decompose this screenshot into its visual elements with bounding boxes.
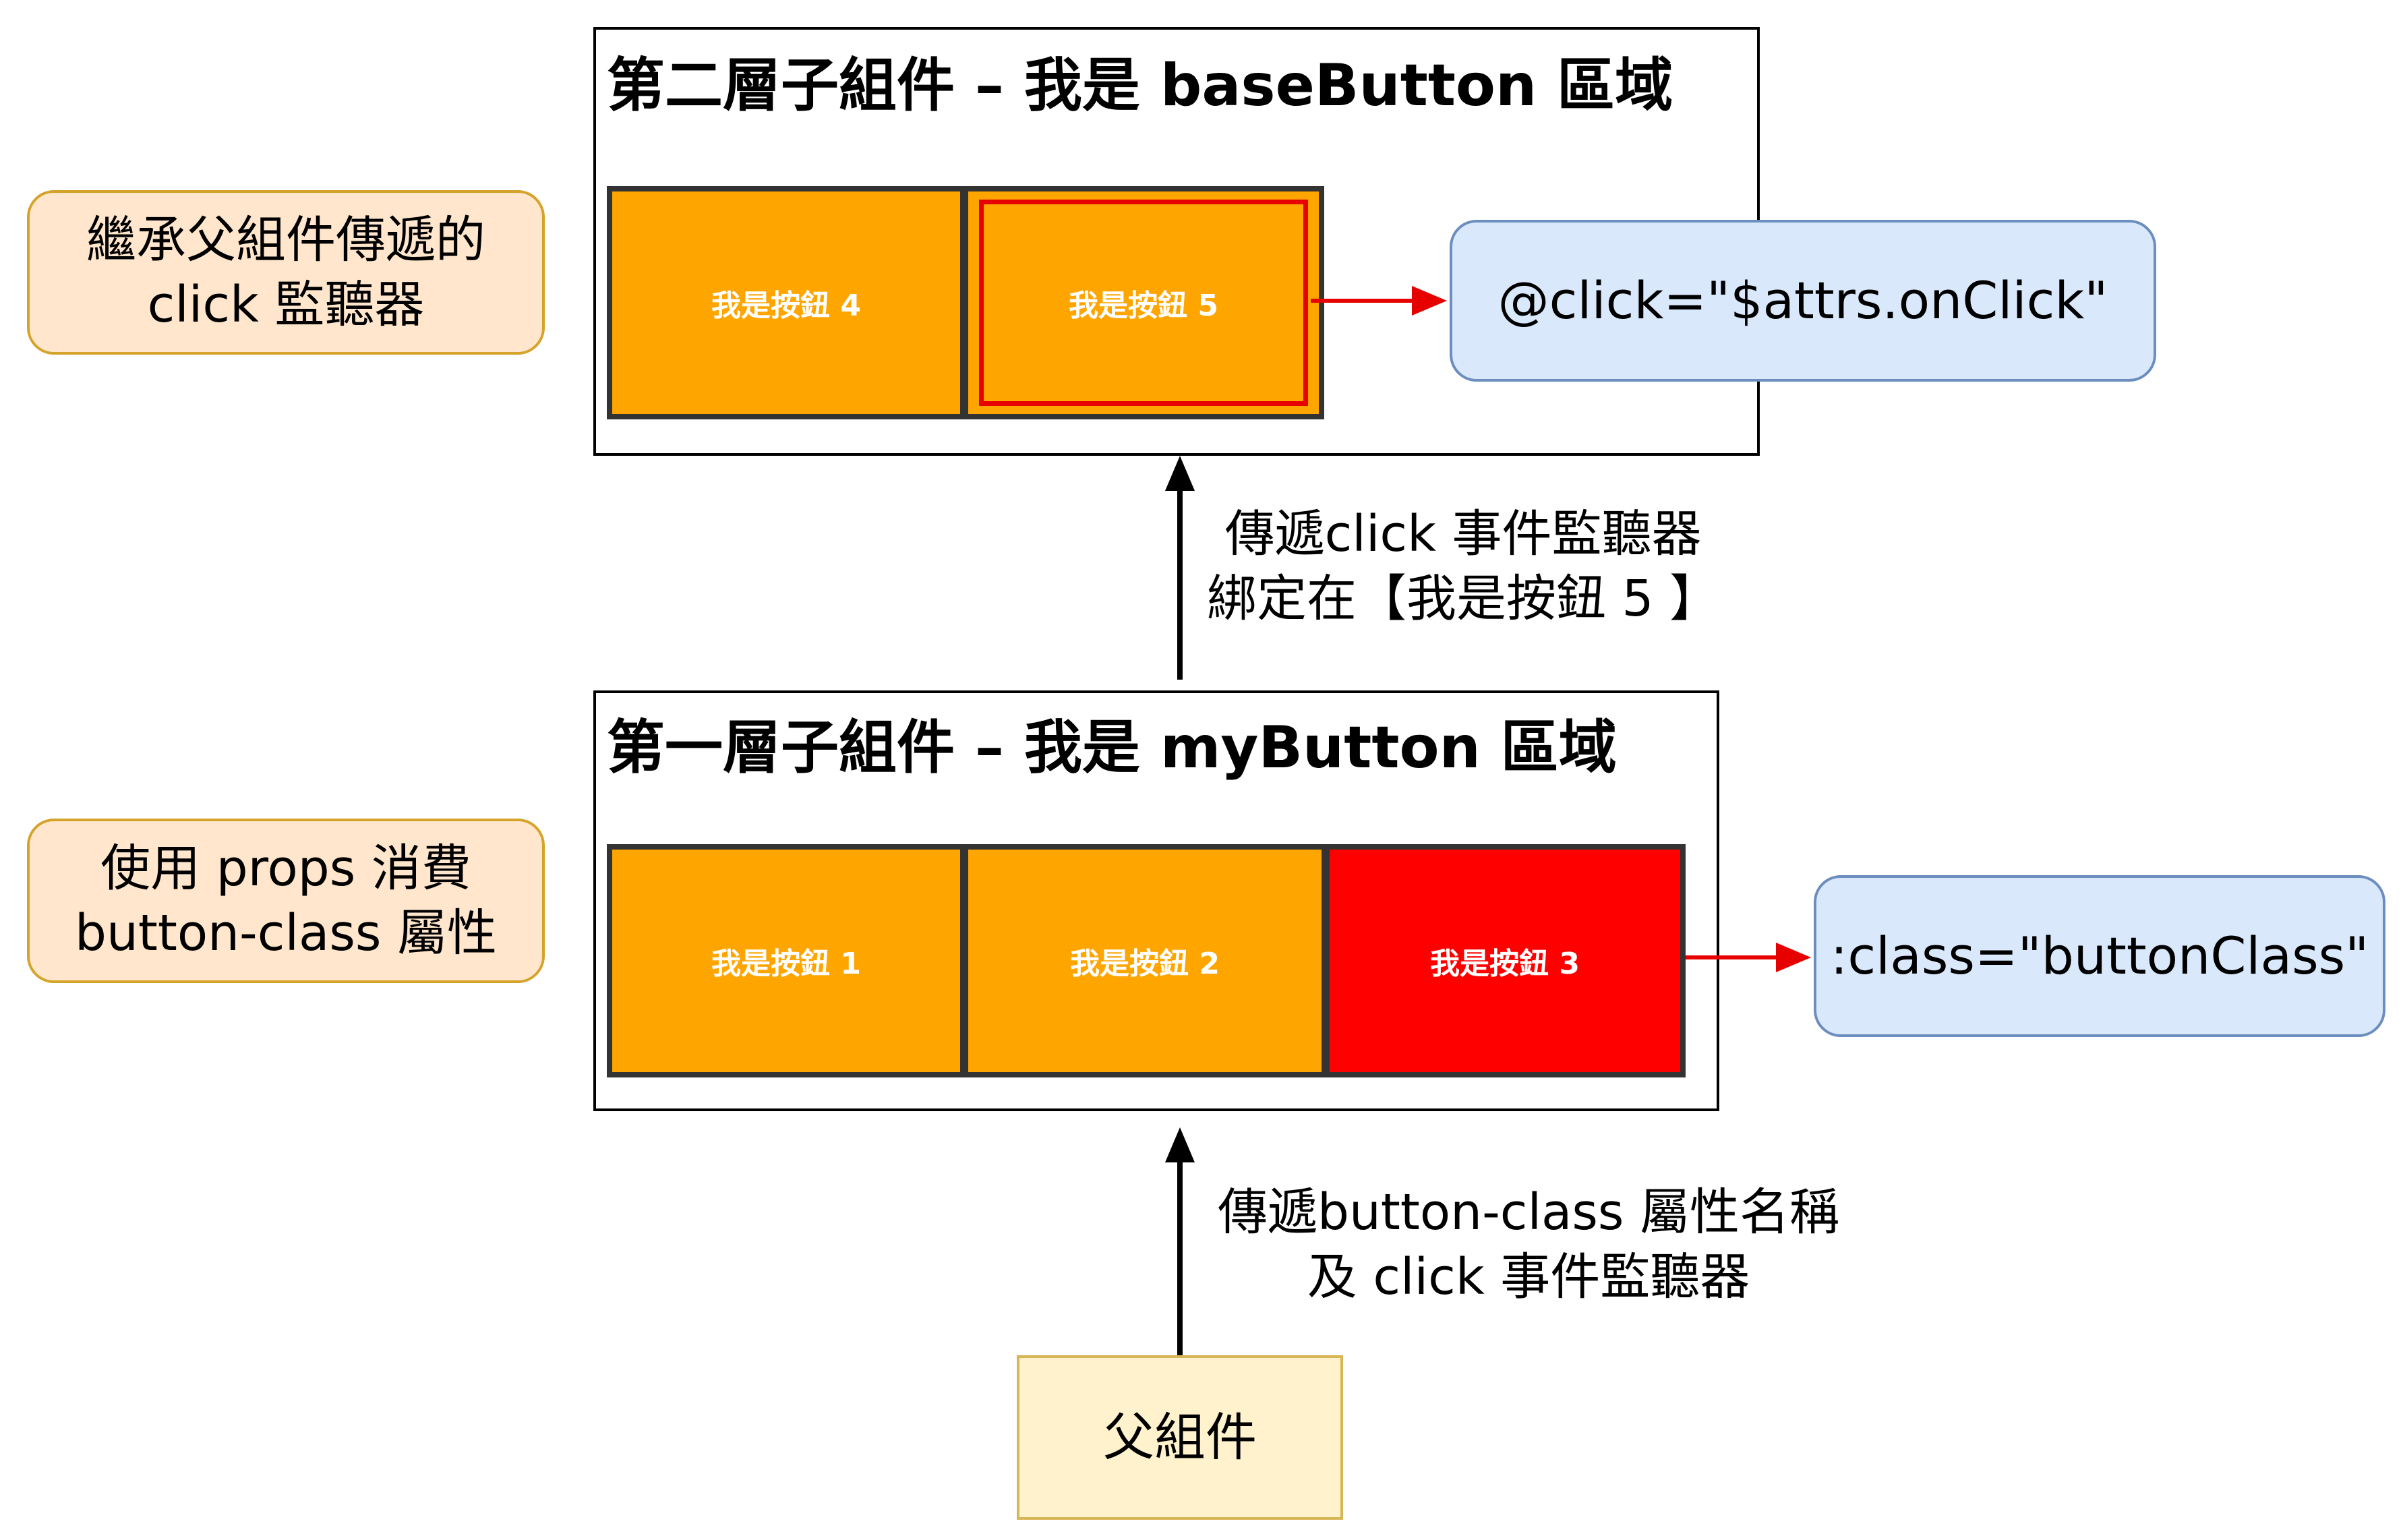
button-4-label: 我是按鈕 4	[711, 289, 861, 323]
button-1-label: 我是按鈕 1	[711, 947, 861, 981]
base-region-title: 第二層子組件 – 我是 baseButton 區域	[607, 52, 1673, 119]
inherit-note-line-1: 繼承父組件傳遞的	[86, 210, 485, 269]
upper-edge-label-line-1: 傳遞click 事件監聽器	[1224, 505, 1702, 563]
button-1[interactable]: 我是按鈕 1	[607, 844, 966, 1077]
button-2[interactable]: 我是按鈕 2	[963, 844, 1327, 1077]
inherit-listener-note: 繼承父組件傳遞的 click 監聽器	[27, 190, 545, 355]
my-region-title: 第一層子組件 – 我是 myButton 區域	[607, 714, 1617, 781]
button-3[interactable]: 我是按鈕 3	[1324, 844, 1686, 1077]
props-note-line-1: 使用 props 消費	[100, 839, 471, 897]
arrow-button3-to-class-head	[1776, 943, 1811, 972]
lower-edge-label-line-1: 傳遞button-class 屬性名稱	[1218, 1183, 1840, 1241]
class-binding-text: :class="buttonClass"	[1830, 925, 2369, 986]
class-binding-note: :class="buttonClass"	[1814, 875, 2385, 1037]
props-note: 使用 props 消費 button-class 屬性	[27, 819, 545, 983]
parent-component-label: 父組件	[1103, 1406, 1257, 1467]
parent-component: 父組件	[1017, 1355, 1343, 1520]
attrs-onclick-note: @click="$attrs.onClick"	[1450, 220, 2156, 382]
lower-edge-label-line-2: 及 click 事件監聽器	[1307, 1248, 1750, 1307]
attrs-onclick-text: @click="$attrs.onClick"	[1497, 270, 2108, 330]
button-4[interactable]: 我是按鈕 4	[607, 186, 966, 419]
button-5-label: 我是按鈕 5	[1069, 289, 1218, 323]
arrow-parent-to-my-region-head	[1165, 1127, 1195, 1162]
my-button-region: 第一層子組件 – 我是 myButton 區域 我是按鈕 1 我是按鈕 2 我是…	[593, 690, 1719, 1111]
arrow-my-to-base-region-head	[1165, 456, 1195, 491]
lower-edge-label: 傳遞button-class 屬性名稱 及 click 事件監聽器	[1218, 1180, 1839, 1309]
upper-edge-label-line-2: 綁定在【我是按鈕 5 】	[1207, 570, 1720, 628]
props-note-line-2: button-class 屬性	[74, 904, 497, 962]
inherit-note-line-2: click 監聽器	[147, 276, 425, 334]
button-3-label: 我是按鈕 3	[1430, 947, 1580, 981]
button-2-label: 我是按鈕 2	[1070, 947, 1220, 981]
upper-edge-label: 傳遞click 事件監聽器 綁定在【我是按鈕 5 】	[1207, 502, 1719, 631]
arrow-button5-to-attrs-head	[1412, 286, 1447, 316]
